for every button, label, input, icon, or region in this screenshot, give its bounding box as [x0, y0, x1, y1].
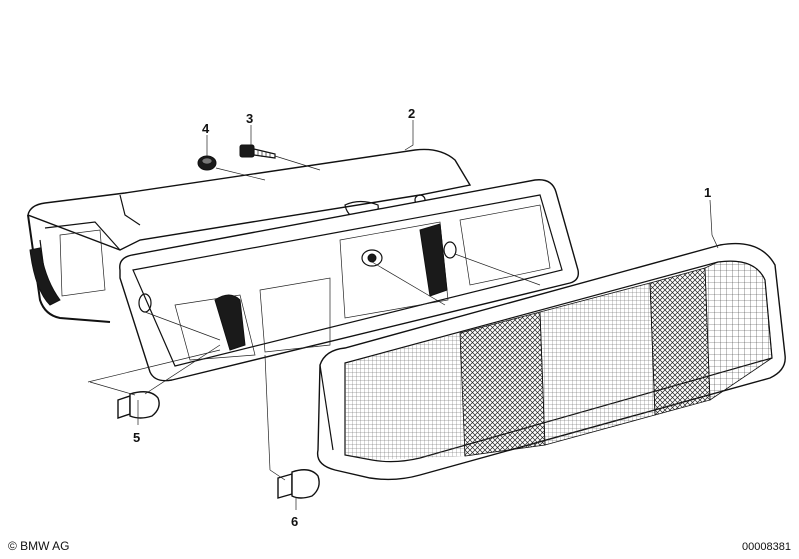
leader-lines: [137, 120, 719, 510]
bulb-part-5: [87, 344, 221, 419]
housing-part-2: [27, 148, 472, 323]
diagram-number: 00008381: [742, 541, 791, 553]
callout-2: 2: [408, 106, 415, 121]
callout-1: 1: [704, 185, 711, 200]
copyright-label: © BMW AG: [8, 539, 70, 553]
callout-5: 5: [133, 430, 140, 445]
callout-4: 4: [202, 121, 210, 136]
callout-3: 3: [246, 111, 253, 126]
lamp-carrier-plate: [119, 179, 580, 382]
lens-part-1: [316, 242, 786, 481]
callout-6: 6: [291, 514, 298, 529]
screw-part-3: [239, 144, 321, 171]
bulb-part-6: [264, 354, 320, 499]
